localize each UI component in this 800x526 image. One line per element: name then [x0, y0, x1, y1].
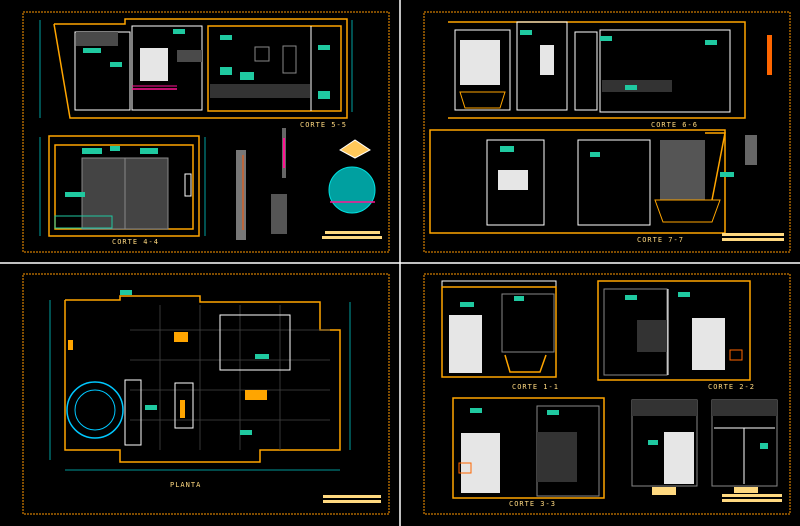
section-6-6[interactable] [448, 21, 772, 119]
section-title: CORTE 4-4 [112, 238, 159, 246]
section-title: CORTE 1-1 [512, 383, 559, 391]
sheet-bottom-left[interactable]: PLANTA [22, 273, 390, 515]
sheet-top-left[interactable]: CORTE 5-5 CORTE 4-4 [22, 11, 390, 253]
sheet-bottom-right[interactable]: CORTE 1-1 CORTE 2-2 CORTE 3-3 [423, 273, 791, 515]
sheet-frame [423, 11, 791, 253]
section-7-7[interactable] [429, 129, 757, 234]
section-1-1[interactable] [441, 280, 557, 378]
section-title: CORTE 3-3 [509, 500, 556, 508]
floor-plan[interactable] [49, 290, 351, 471]
section-title: CORTE 7-7 [637, 236, 684, 244]
plan-title: PLANTA [170, 481, 201, 489]
section-2-2[interactable] [597, 280, 751, 381]
sheet-frame [22, 11, 390, 253]
sheet-frame [22, 273, 390, 515]
sheet-top-right[interactable]: CORTE 6-6 CORTE 7-7 [423, 11, 791, 253]
construction-details[interactable] [236, 128, 382, 240]
section-5-5[interactable] [39, 18, 353, 119]
sheet-frame [423, 273, 791, 515]
wardrobe-elevations[interactable] [631, 399, 778, 495]
section-title: CORTE 6-6 [651, 121, 698, 129]
section-4-4[interactable] [39, 135, 206, 237]
section-title: CORTE 2-2 [708, 383, 755, 391]
section-title: CORTE 5-5 [300, 121, 347, 129]
section-3-3[interactable] [452, 397, 605, 499]
